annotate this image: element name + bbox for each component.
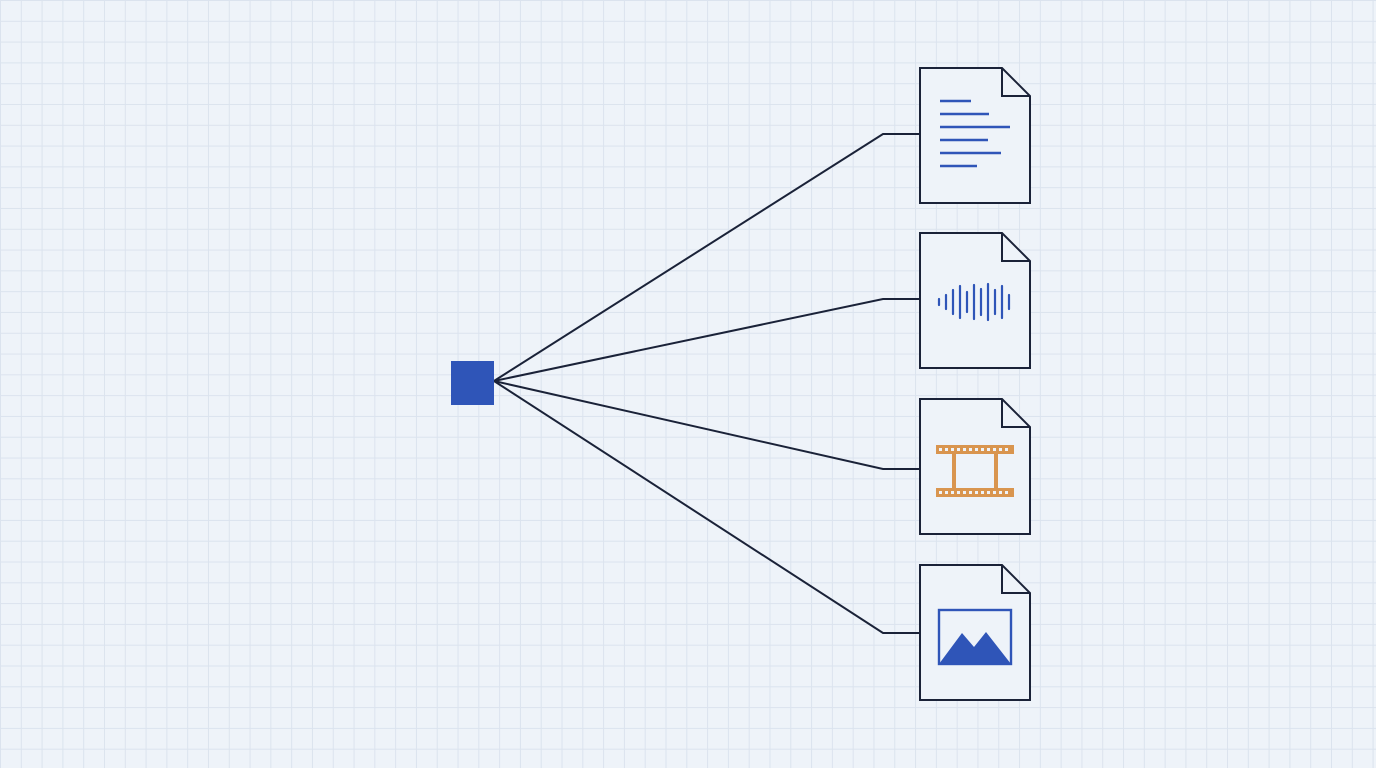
file-fold: [1001, 68, 1030, 97]
file-page: [919, 398, 1031, 535]
file-page: [919, 67, 1031, 204]
connector-text: [493, 133, 920, 382]
file-fold: [1001, 233, 1030, 262]
file-fold: [1001, 565, 1030, 594]
file-audio[interactable]: [919, 232, 1031, 369]
source-node[interactable]: [451, 361, 494, 405]
connector-video: [493, 380, 920, 470]
image-landscape-icon: [937, 608, 1013, 666]
file-text[interactable]: [919, 67, 1031, 204]
film-strip-icon: [936, 445, 1014, 497]
file-fold: [1001, 399, 1030, 428]
file-page: [919, 564, 1031, 701]
connector-image: [493, 380, 920, 634]
audio-waveform-icon: [937, 282, 1011, 322]
file-video[interactable]: [919, 398, 1031, 535]
connectors: [493, 133, 920, 634]
file-image[interactable]: [919, 564, 1031, 701]
connector-audio: [493, 298, 920, 382]
text-document-icon: [940, 99, 1010, 168]
